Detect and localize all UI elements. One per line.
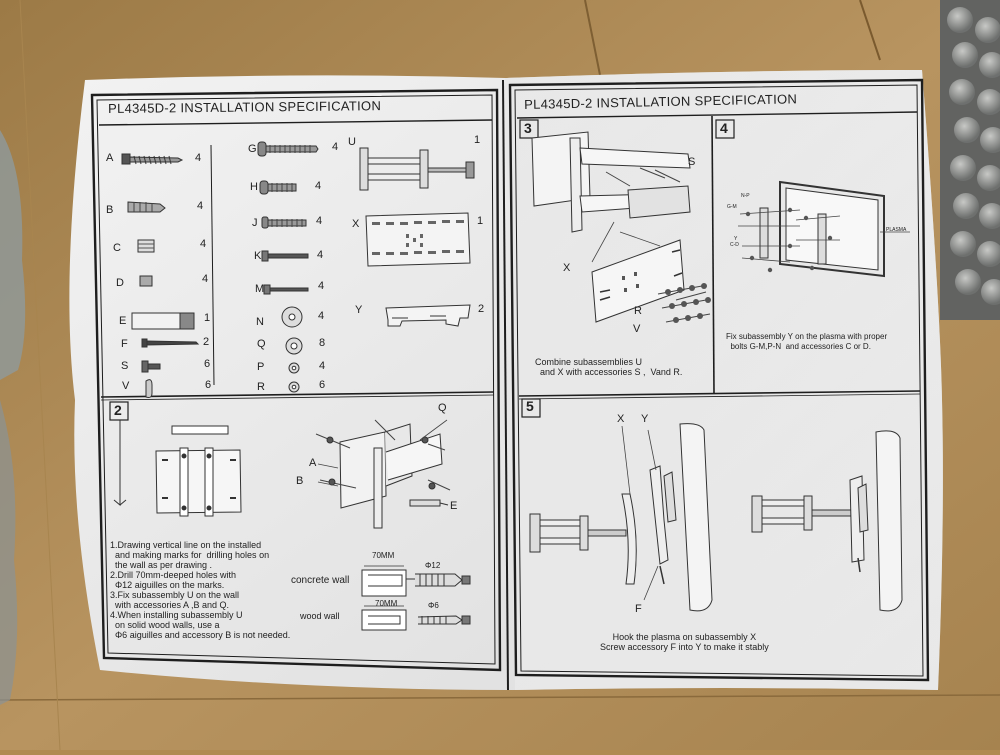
step-number: 4 [720, 120, 728, 136]
part-letter: V [122, 380, 130, 392]
part-letter: P [257, 361, 265, 373]
step5-hook-right [751, 430, 903, 612]
small-label: Y [734, 236, 738, 242]
part-qty: 4 [202, 273, 209, 285]
wood-depth-label: 70MM [375, 599, 398, 608]
part-letter: J [252, 217, 258, 229]
step3-caption: Combine subassemblies U and X with acces… [535, 357, 683, 377]
wood-diameter-label: Φ6 [428, 601, 439, 610]
part-qty: 1 [204, 312, 211, 324]
part-qty: 8 [319, 337, 326, 349]
part-qty: 4 [317, 249, 324, 261]
part-qty: 4 [197, 200, 204, 212]
part-letter: M [255, 283, 265, 295]
step2-instructions: 1.Drawing vertical line on the installed… [110, 540, 291, 640]
step-number: 2 [114, 402, 122, 418]
step2-wall-plate [113, 420, 242, 517]
part-qty: 1 [477, 215, 484, 227]
part-qty: 4 [318, 280, 325, 292]
step-number: 5 [526, 398, 534, 414]
plasma-label: PLASMA [886, 227, 907, 233]
part-qty: 4 [315, 180, 322, 192]
step-number: 3 [524, 120, 532, 136]
part-letter: U [348, 136, 356, 148]
part-letter: X [352, 218, 360, 230]
callout-label: F [635, 603, 642, 615]
small-label: N-P [741, 193, 750, 199]
callout-label: X [617, 413, 625, 425]
part-qty: 1 [474, 134, 481, 146]
step4-plasma-assembly [738, 180, 910, 278]
step2-hole-details [361, 565, 471, 631]
wood-wall-label: wood wall [300, 611, 340, 621]
bubble-wrap [940, 0, 1000, 320]
step5-caption: Hook the plasma on subassembly X Screw a… [600, 632, 769, 652]
part-letter: H [250, 181, 258, 193]
parts-icons-col3 [359, 147, 475, 327]
part-letter: E [119, 315, 127, 327]
callout-label: B [296, 475, 304, 487]
part-letter: R [257, 381, 265, 393]
callout-label: A [309, 457, 317, 469]
concrete-wall-label: concrete wall [291, 575, 350, 586]
part-letter: C [113, 242, 121, 254]
callout-label: S [688, 156, 696, 168]
part-qty: 6 [319, 379, 326, 391]
left-sheet-frame [90, 88, 502, 672]
part-qty: 4 [200, 238, 207, 250]
concrete-depth-label: 70MM [372, 551, 395, 560]
part-qty: 4 [319, 360, 326, 372]
part-qty: 6 [205, 379, 212, 391]
part-letter: Q [257, 338, 266, 350]
part-qty: 4 [318, 310, 325, 322]
part-letter: A [106, 152, 114, 164]
parts-icons-col1 [121, 153, 200, 398]
part-letter: K [254, 250, 262, 262]
part-letter: F [121, 338, 128, 350]
part-qty: 2 [478, 303, 485, 315]
right-sheet-frame [508, 78, 930, 682]
left-sheet-title: PL4345D-2 INSTALLATION SPECIFICATION [108, 98, 382, 116]
callout-label: V [633, 323, 641, 335]
concrete-diameter-label: Φ12 [425, 561, 441, 570]
callout-label: Q [438, 402, 447, 414]
part-qty: 6 [204, 358, 211, 370]
part-letter: S [121, 360, 129, 372]
parts-icons-col2 [257, 141, 319, 393]
step5-hook-left [529, 423, 713, 612]
step4-caption: Fix subassembly Y on the plasma with pro… [726, 332, 888, 351]
callout-label: R [634, 305, 642, 317]
small-label: C-D [730, 242, 739, 248]
callout-label: X [563, 262, 571, 274]
part-qty: 4 [332, 141, 339, 153]
part-letter: D [116, 277, 124, 289]
part-letter: G [248, 143, 257, 155]
part-letter: B [106, 204, 114, 216]
step2-arm-assembly [315, 419, 451, 529]
part-qty: 4 [316, 215, 323, 227]
part-letter: Y [355, 304, 363, 316]
part-qty: 4 [195, 152, 202, 164]
small-label: G-M [727, 204, 737, 210]
callout-label: Y [641, 413, 649, 425]
plastic-bag [0, 130, 26, 380]
part-qty: 2 [203, 336, 210, 348]
part-letter: N [256, 316, 264, 328]
step3-assembly [531, 131, 711, 323]
callout-label: E [450, 500, 458, 512]
